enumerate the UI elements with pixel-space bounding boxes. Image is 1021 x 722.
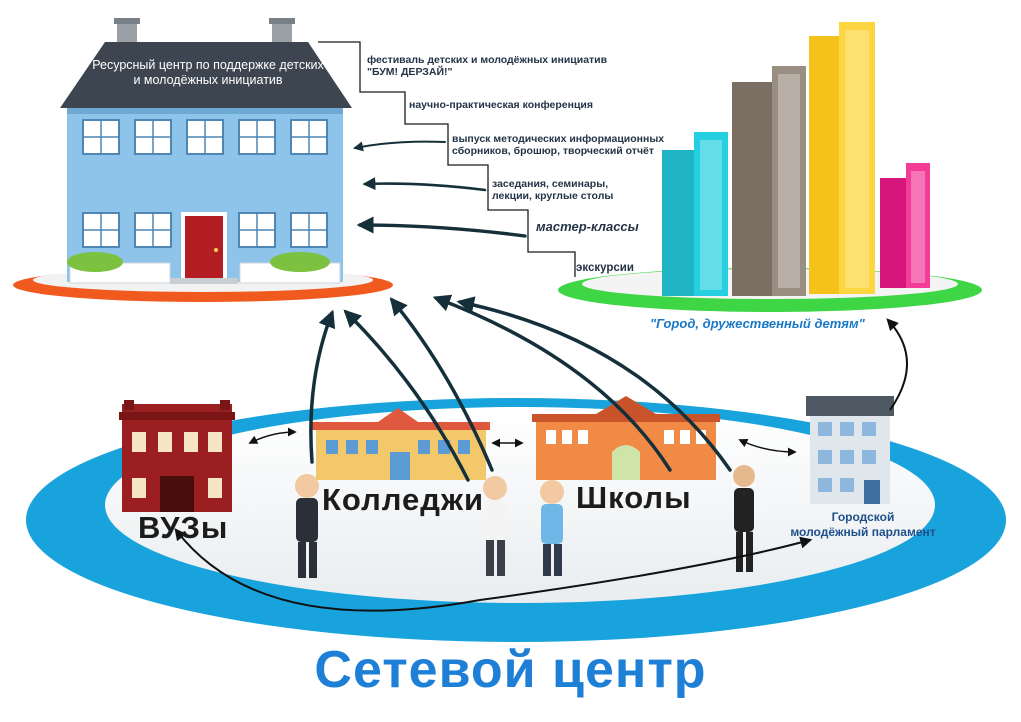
- colleges-label: Колледжи: [322, 482, 485, 517]
- activity-arrows: [353, 140, 527, 238]
- resource-center-house: [60, 18, 352, 284]
- activity-seminars-line1: заседания, семинары,: [492, 178, 609, 190]
- parliament-label-line2: молодёжный парламент: [790, 525, 936, 539]
- city-windows: [700, 30, 925, 290]
- activity-seminars-line2: лекции, круглые столы: [492, 190, 614, 202]
- activity-festival-line1: фестиваль детских и молодёжных инициатив: [367, 54, 608, 66]
- activity-publications-line1: выпуск методических информационных: [452, 133, 665, 145]
- person-2: [483, 476, 507, 576]
- parliament-building: [806, 396, 894, 504]
- activity-festival: фестиваль детских и молодёжных инициатив…: [367, 54, 607, 78]
- arrow-parliament-center: [456, 296, 732, 472]
- parliament-label: Городской молодёжный парламент: [768, 510, 958, 540]
- person-4: [733, 465, 755, 572]
- resource-center-title-line2: и молодёжных инициатив: [133, 73, 283, 87]
- arrow-vuz-college: [248, 427, 297, 444]
- arrow-school-center: [432, 294, 672, 472]
- college-building: [312, 408, 490, 480]
- activity-festival-line2: "БУМ! ДЕРЗАЙ!": [367, 66, 453, 78]
- arrow-college-center: [343, 309, 470, 482]
- arrow-school-parliament: [738, 439, 797, 457]
- school-building: [532, 396, 720, 480]
- activity-excursions: экскурсии: [576, 262, 634, 274]
- arrow-publications: [353, 140, 446, 152]
- arrow-vuz-center: [309, 309, 336, 464]
- activity-publications-line2: сборников, брошюр, творческий отчёт: [452, 145, 655, 157]
- arrow-seminars: [362, 177, 487, 192]
- resource-center-title-line1: Ресурсный центр по поддержке детских: [92, 58, 324, 72]
- activity-step-line: [318, 41, 576, 277]
- network-arrows: [309, 294, 732, 482]
- peer-arrows: [248, 427, 797, 457]
- arrow-parliament-city: [886, 318, 908, 411]
- activity-conference: научно-практическая конференция: [409, 99, 593, 111]
- schools-label: Школы: [576, 480, 692, 515]
- network-center-title: Сетевой центр: [314, 641, 707, 699]
- activity-seminars: заседания, семинары, лекции, круглые сто…: [492, 178, 613, 202]
- arrow-masterclasses: [356, 216, 527, 238]
- resource-center-title: Ресурсный центр по поддержке детских и м…: [78, 58, 338, 88]
- university-building: [119, 400, 235, 512]
- city-buildings: [662, 22, 930, 296]
- parliament-label-line1: Городской: [831, 510, 895, 524]
- arrow-vuz-parliament: [174, 528, 813, 612]
- activity-masterclasses: мастер-классы: [536, 219, 639, 234]
- activity-publications: выпуск методических информационных сборн…: [452, 133, 664, 157]
- universities-label: ВУЗы: [138, 510, 229, 545]
- city-label: "Город, дружественный детям": [650, 316, 865, 331]
- arrow-college2-center: [389, 297, 494, 472]
